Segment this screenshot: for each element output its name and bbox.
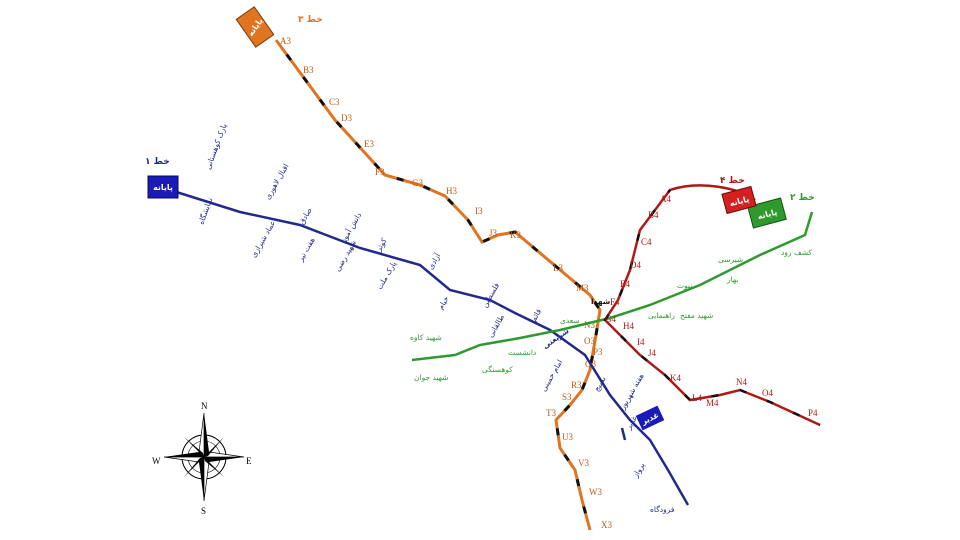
station-D3: D3 — [341, 113, 352, 123]
station-M3: M3 — [576, 283, 589, 293]
station-X3: X3 — [601, 520, 612, 530]
station-N3: N3 — [584, 320, 595, 330]
station-sadegh: صادق — [297, 206, 314, 226]
station-rahnamaei: راهنمایی — [648, 311, 675, 320]
station-haft-tir: هفت تیر — [295, 236, 316, 264]
line-3: پایانه خط ۳ A3 B3 C3 D3 E3 F3 G3 H3 I3 J… — [235, 6, 612, 531]
station-shahid-kaveh: شهید کاوه — [410, 333, 442, 342]
station-I3: I3 — [475, 206, 483, 216]
line-2: پایانه خط ۲ کشف رود شیرسی نبوت بهار راهن… — [410, 193, 815, 382]
station-ghaem: قائم — [529, 307, 543, 323]
station-daneshast: دانشست — [508, 348, 536, 357]
station-U3: U3 — [562, 432, 573, 442]
station-H3: H3 — [446, 186, 457, 196]
station-I4: I4 — [637, 337, 645, 347]
station-kuhsangi: کوهسنگی — [482, 365, 513, 374]
compass-east: E — [246, 456, 252, 466]
station-R3: R3 — [571, 380, 582, 390]
station-D4: D4 — [630, 260, 641, 270]
compass-west: W — [152, 456, 161, 466]
station-L4: L4 — [692, 393, 702, 403]
station-forudgah: فرودگاه — [650, 505, 675, 514]
station-M4: M4 — [706, 398, 719, 408]
station-T3: T3 — [546, 408, 556, 418]
station-emad-shirazi: عماد شیرازی — [249, 219, 277, 259]
line-4: پایانه خط ۴ A4 B4 C4 D4 E4 F4 G4 H4 I4 J… — [603, 176, 821, 427]
station-V3: V3 — [578, 458, 589, 468]
station-W3: W3 — [589, 487, 602, 497]
gadir-terminal-badge: غدیر — [635, 405, 665, 431]
station-C3: C3 — [329, 97, 340, 107]
station-nobovvat: نبوت — [677, 281, 692, 290]
compass-south: S — [201, 506, 206, 516]
line-1-name: خط ۱ — [145, 157, 170, 167]
station-P3: P3 — [593, 347, 603, 357]
station-saadi: سعدی — [560, 316, 580, 325]
line-1-badge: پایانه — [147, 175, 179, 199]
line-2-name: خط ۲ — [790, 193, 815, 203]
station-shirsi: شیرسی — [718, 255, 743, 264]
station-F4: F4 — [610, 297, 620, 307]
station-J4: J4 — [648, 348, 657, 358]
compass-rose-icon: N S E W — [152, 401, 252, 516]
station-P4: P4 — [808, 408, 818, 418]
line-4-badge: پایانه — [721, 185, 757, 215]
station-hafte-shahrivar: هفته شهریور — [617, 372, 645, 412]
station-eghbal-lahori: اقبال لاهوری — [263, 162, 291, 201]
station-parvaz: پرواز — [630, 461, 646, 480]
station-B4: B4 — [648, 210, 659, 220]
line-2-badge: پایانه — [747, 197, 787, 229]
station-emam-khomeini: امام خمینی — [539, 358, 564, 393]
station-A4: A4 — [660, 194, 671, 204]
station-B3: B3 — [303, 65, 314, 75]
station-G4: G4 — [605, 314, 616, 324]
station-park-mellat: پارک ملت — [375, 260, 398, 291]
line-4-name: خط ۴ — [720, 176, 745, 186]
station-E3: E3 — [364, 139, 374, 149]
station-O4: O4 — [762, 388, 773, 398]
station-S3: S3 — [562, 392, 572, 402]
station-khayam: خیام — [436, 294, 451, 311]
station-C4: C4 — [641, 237, 652, 247]
station-K4: K4 — [670, 373, 681, 383]
station-shahid-mofatteh: شهید مفتح — [680, 311, 713, 320]
station-F3: F3 — [375, 167, 385, 177]
compass-north: N — [201, 401, 208, 411]
station-taleghani: طالقانی — [486, 313, 506, 339]
station-A3: A3 — [280, 36, 291, 46]
station-K3: K3 — [510, 230, 521, 240]
station-shohada: شهدا — [591, 297, 610, 306]
station-G3: G3 — [412, 178, 423, 188]
station-E4: E4 — [620, 279, 630, 289]
station-J3: J3 — [489, 228, 498, 238]
station-O3: O3 — [584, 336, 595, 346]
station-park-kuhestani: پارک کوهستانی — [203, 122, 228, 170]
station-H4: H4 — [623, 321, 634, 331]
station-N4: N4 — [736, 377, 747, 387]
station-bahar: بهار — [726, 275, 738, 284]
line-3-name: خط ۳ — [298, 15, 323, 25]
station-shahid-javan: شهید جوان — [414, 373, 448, 382]
station-namayeshgah: نمایشگاه — [196, 196, 214, 225]
station-L3: L3 — [553, 263, 563, 273]
station-kashaf-rud: کشف رود — [781, 248, 812, 257]
station-basij: بسیج — [592, 375, 608, 393]
line-3-badge: پایانه — [235, 6, 275, 48]
station-azadi: آزادی — [425, 250, 443, 271]
line-1-terminal-label: پایانه — [153, 183, 173, 192]
